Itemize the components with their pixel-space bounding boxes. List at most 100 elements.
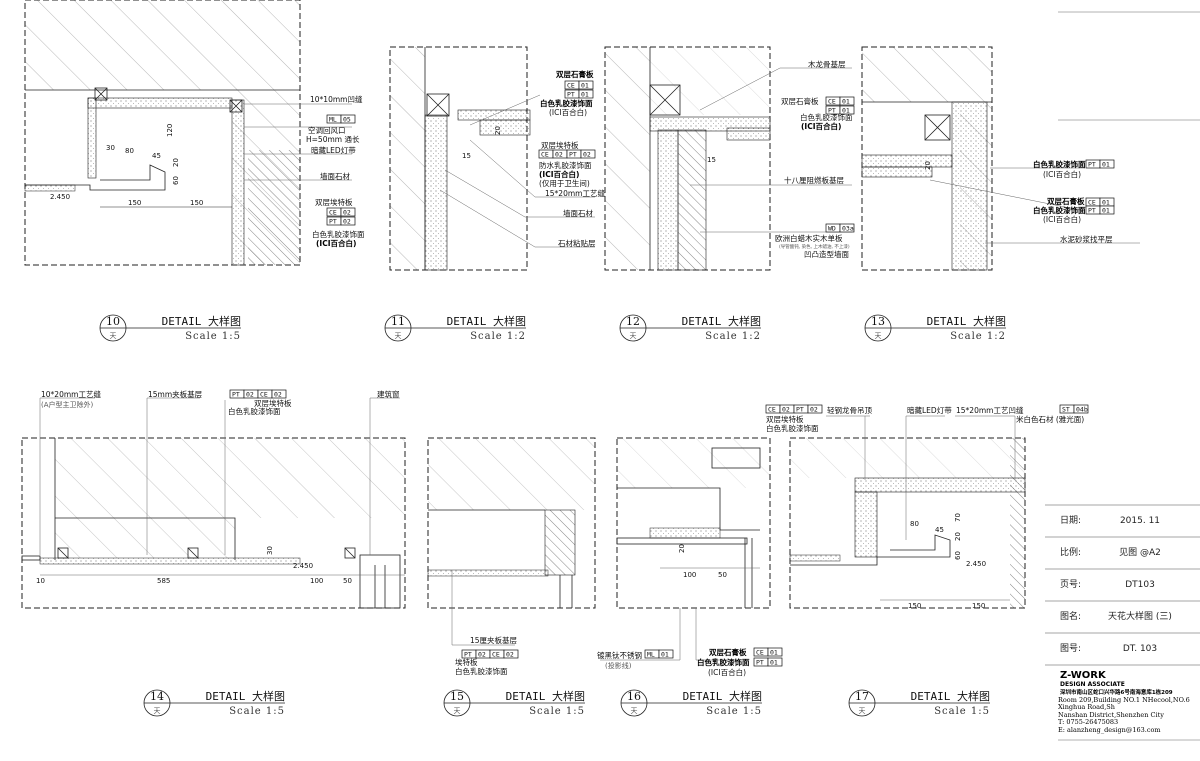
material-tag-code: 02 <box>555 151 563 159</box>
detail-14-notes: 10*20mm工艺缝 (A户型主卫除外) 15mm夹板基层 双层埃特板 白色乳胶… <box>39 389 400 555</box>
detail-15-notes: 15厘夹板基层 埃特板 白色乳胶漆饰面 <box>451 570 518 676</box>
note: 白色乳胶漆饰面 <box>312 229 365 239</box>
material-tag-code: PT <box>569 151 577 159</box>
dim: 15 <box>462 152 471 160</box>
detail-sheet-ref: 天 <box>110 332 117 340</box>
detail-scale: Scale 1:2 <box>705 331 761 342</box>
material-tag-cell <box>340 216 356 226</box>
title-block-row: 页号:DT103 <box>1045 568 1200 590</box>
dim: 30 <box>266 546 274 555</box>
material-tag-code: 02 <box>343 218 351 226</box>
note: 空调回风口 <box>308 125 346 135</box>
detail-sheet-ref: 天 <box>454 707 461 715</box>
detail-12-frame <box>604 46 771 271</box>
material-tag-cell <box>1099 205 1115 215</box>
detail-title: DETAIL 大样图 <box>927 314 1006 328</box>
detail-11-frame <box>389 46 528 271</box>
material-tag-code: 02 <box>343 209 351 217</box>
title-block-label: 页号: <box>1060 579 1081 590</box>
detail-title: DETAIL 大样图 <box>206 689 285 703</box>
note: 双层埃特板 <box>254 398 292 408</box>
detail-number: 16 <box>627 690 641 703</box>
detail-sheet-ref: 天 <box>154 707 161 715</box>
detail-14-drawing: 10 585 30 2.450 100 50 <box>21 438 405 609</box>
note: 埃特板 <box>455 657 478 667</box>
note: (ICI百合白) <box>316 238 356 248</box>
note: 双层石膏板 <box>1047 196 1085 206</box>
material-tag-code: CE <box>1088 199 1096 207</box>
detail-title: DETAIL 大样图 <box>911 689 990 703</box>
detail-scale: Scale 1:5 <box>706 706 762 717</box>
detail-10-frame <box>24 0 301 266</box>
note: 双层石膏板 <box>709 647 747 657</box>
detail-10-notes: 10*10mm凹缝 空调回风口 H=50mm 通长 暗藏LED灯带 墙面石材 双… <box>244 94 365 248</box>
material-tag-code: 05 <box>343 116 351 124</box>
note: (ICI百合白) <box>549 107 587 117</box>
note: 15*20mm工艺凹缝 <box>956 405 1024 415</box>
material-tag-code: CE <box>492 651 500 659</box>
note: (ICI百合白) <box>539 169 579 179</box>
material-tag-cell <box>503 649 519 659</box>
note: 防水乳胶漆饰面 <box>539 160 592 170</box>
note: 白色乳胶漆饰面 <box>1033 159 1086 169</box>
email: E: alanzheng_design@163.com <box>1058 725 1161 734</box>
note: 白色乳胶漆饰面 <box>228 406 281 416</box>
note: 双层埃特板 <box>766 414 804 424</box>
note: (A户型主卫除外) <box>41 400 94 409</box>
detail-number: 14 <box>150 690 164 703</box>
note: 欧洲白蜡木实木单板 <box>775 233 843 243</box>
material-tag-code: 02 <box>274 391 282 399</box>
title-block-value: DT. 103 <box>1123 644 1157 654</box>
detail-15-frame <box>427 437 596 609</box>
note: 墙面石材 <box>563 208 593 218</box>
detail-number: 15 <box>450 690 464 703</box>
detail-13-drawing: 20 <box>861 47 992 271</box>
note: (仅用于卫生间) <box>539 178 590 188</box>
material-tag-code: CE <box>329 209 337 217</box>
company-subtitle: DESIGN ASSOCIATE <box>1060 681 1125 688</box>
material-tag-code: 02 <box>810 406 818 414</box>
detail-scale: Scale 1:5 <box>185 331 241 342</box>
material-tag-cell <box>767 647 783 657</box>
detail-scale: Scale 1:5 <box>529 706 585 717</box>
detail-sheet-ref: 天 <box>859 707 866 715</box>
detail-13-notes: 白色乳胶漆饰面 (ICI百合白) 双层石膏板 白色乳胶漆饰面 (ICI百合白) … <box>929 159 1140 244</box>
material-tag-cell <box>580 149 596 159</box>
material-tag-code: 01 <box>1102 207 1110 215</box>
detail-17-notes: 双层埃特板 白色乳胶漆饰面 轻钢龙骨吊顶 暗藏LED灯带 15*20mm工艺凹缝… <box>766 405 1084 540</box>
detail-title: DETAIL 大样图 <box>682 314 761 328</box>
note: (ICI百合白) <box>708 667 746 677</box>
material-tag-code: 02 <box>782 406 790 414</box>
material-tag-code: PT <box>232 391 240 399</box>
material-tag-code: CE <box>541 151 549 159</box>
detail-10-drawing: 120 30 80 45 20 60 150 150 2.450 <box>24 0 300 266</box>
note: 双层埃特板 <box>315 197 353 207</box>
note: 白色乳胶漆饰面 <box>455 666 508 676</box>
note: 白色乳胶漆饰面 <box>800 112 853 122</box>
material-tag-code: PT <box>567 91 575 99</box>
detail-scale: Scale 1:2 <box>470 331 526 342</box>
detail-sheet-ref: 天 <box>630 332 637 340</box>
material-tag-code: 01 <box>770 649 778 657</box>
dim: 20 <box>924 161 932 170</box>
note: (ICI百合白) <box>1043 169 1081 179</box>
note: 双层埃特板 <box>541 140 579 150</box>
address-cn: 深圳市南山区蛇口兴华路6号南海意库1栋209 <box>1060 688 1173 696</box>
title-block-value: 见图 @A2 <box>1119 547 1161 558</box>
detail-title: DETAIL 大样图 <box>506 689 585 703</box>
note: 米白色石材 (雅光面) <box>1016 414 1084 424</box>
elevation: 2.450 <box>50 193 70 201</box>
dim: 20 <box>678 544 686 553</box>
note: 木龙骨基层 <box>808 59 846 69</box>
detail-scale: Scale 1:5 <box>934 706 990 717</box>
note: 暗藏LED灯带 <box>311 145 356 155</box>
note: 白色乳胶漆饰面 <box>540 98 593 108</box>
material-tag-code: PT <box>1088 207 1096 215</box>
